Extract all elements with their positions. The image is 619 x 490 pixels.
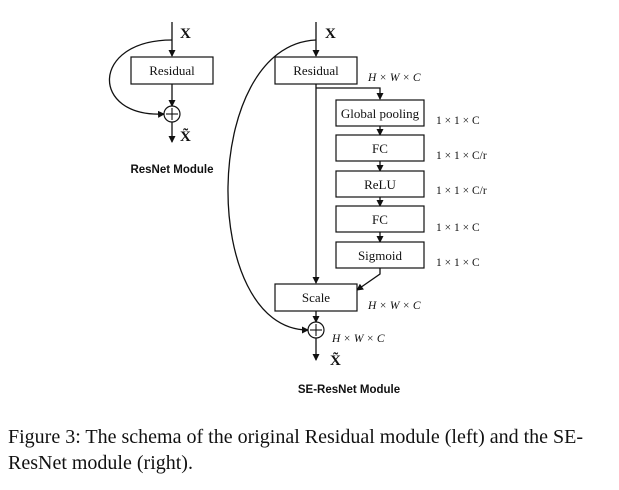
se-block-fc-2: FC — [335, 205, 425, 233]
se-block-global-pooling: Global pooling — [335, 99, 425, 127]
resnet-input-x: X — [180, 26, 191, 42]
resnet-module-title: ResNet Module — [130, 164, 213, 176]
se-block-fc-1: FC — [335, 134, 425, 162]
figure-caption: Figure 3: The schema of the original Res… — [8, 426, 584, 474]
se-output-x: X̃ — [330, 352, 341, 369]
se-skip-connection — [227, 39, 317, 334]
resnet-skip-connection — [108, 39, 173, 118]
se-residual-dim: H × W × C — [367, 72, 421, 84]
resnet-output-x: X̃ — [180, 128, 191, 145]
se-shape-label: 1 × 1 × C/r — [436, 150, 487, 162]
se-block-relu: ReLU — [335, 170, 425, 198]
se-input-x: X — [325, 26, 336, 42]
se-shape-label: 1 × 1 × C — [436, 257, 480, 269]
se-residual-box — [274, 56, 358, 85]
se-block-label: Global pooling — [341, 106, 420, 121]
se-module-title: SE-ResNet Module — [298, 384, 400, 396]
se-scale-dim: H × W × C — [367, 300, 421, 312]
se-resnet-module: X Residual H × W × C Global pooling FC R… — [227, 22, 487, 396]
se-shape-label: 1 × 1 × C — [436, 115, 480, 127]
resnet-sum-node — [163, 105, 181, 123]
resnet-module: X Residual X̃ ResNet Module — [108, 22, 214, 176]
se-block-label: Sigmoid — [358, 248, 403, 263]
se-block-sigmoid: Sigmoid — [335, 241, 425, 269]
se-sum-dim: H × W × C — [331, 333, 385, 345]
resnet-residual-label: Residual — [149, 63, 195, 78]
se-scale-label: Scale — [302, 290, 330, 305]
se-shape-label: 1 × 1 × C/r — [436, 185, 487, 197]
se-shape-label: 1 × 1 × C — [436, 222, 480, 234]
se-shape-labels: 1 × 1 × C 1 × 1 × C/r 1 × 1 × C/r 1 × 1 … — [436, 115, 487, 269]
se-residual-label: Residual — [293, 63, 339, 78]
se-block-label: ReLU — [364, 177, 396, 192]
se-sigmoid-to-scale-arrow — [356, 268, 381, 291]
figure-diagram: X Residual X̃ ResNet Module X Residual H… — [108, 22, 487, 396]
se-sum-node — [307, 321, 325, 339]
se-block-label: FC — [372, 141, 388, 156]
se-branch-arrow — [316, 87, 384, 100]
se-block-label: FC — [372, 212, 388, 227]
